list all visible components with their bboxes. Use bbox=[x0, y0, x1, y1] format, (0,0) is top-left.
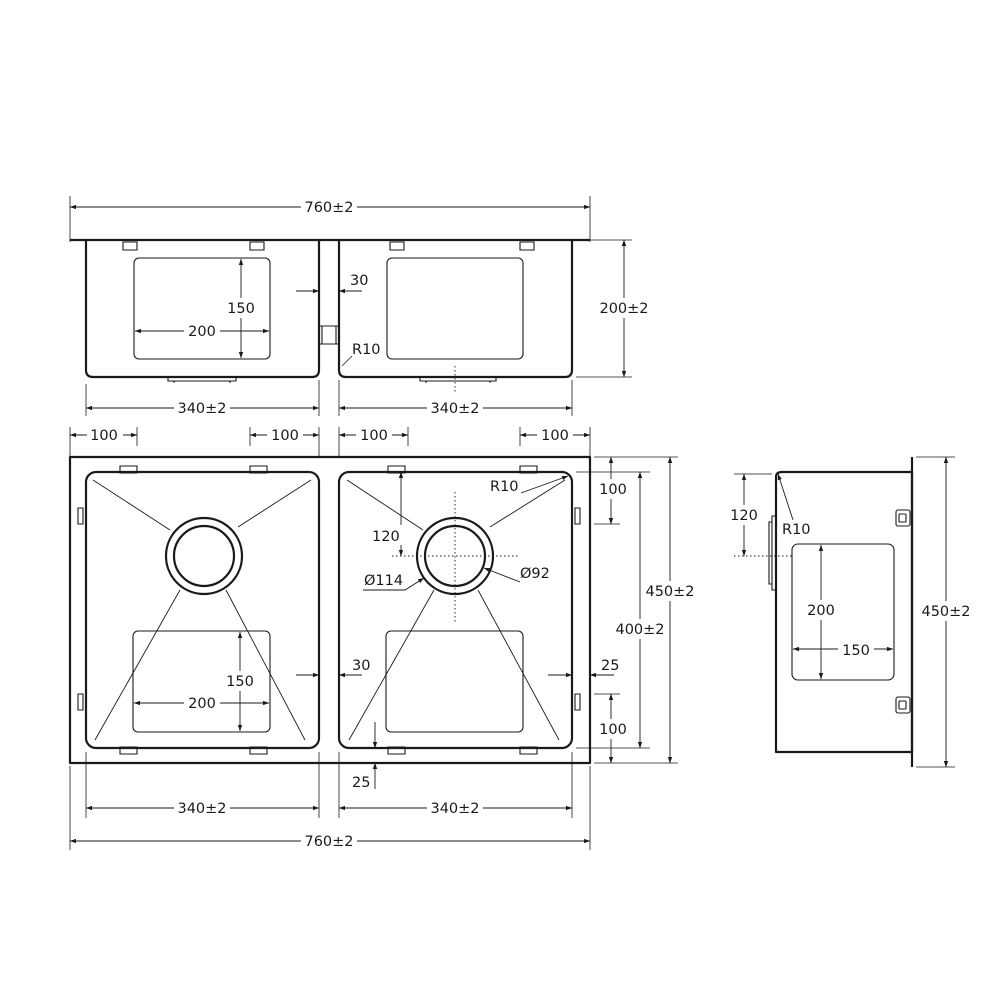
dim-front-offset-side: 120 bbox=[730, 508, 758, 524]
front-elevation bbox=[70, 238, 590, 392]
dim-window-width-plan: 200 bbox=[188, 696, 216, 712]
dim-overall-length-side: 450±2 bbox=[921, 604, 970, 620]
side-elevation bbox=[768, 457, 914, 767]
dim-window-height-plan: 150 bbox=[226, 674, 254, 690]
dim-window-height-elevation: 150 bbox=[227, 301, 255, 317]
dim-overall-width-top: 760±2 bbox=[304, 200, 353, 216]
dim-divider-plan: 30 bbox=[352, 658, 370, 674]
dim-radius-elevation: R10 bbox=[352, 342, 381, 358]
dim-overall-length-plan: 450±2 bbox=[645, 584, 694, 600]
dim-bowl-width-left-elevation: 340±2 bbox=[177, 401, 226, 417]
dim-edge-side: 25 bbox=[601, 658, 619, 674]
dim-outer-diameter: Ø114 bbox=[364, 573, 403, 589]
dim-radius-side: R10 bbox=[782, 522, 811, 538]
dim-side-window-width: 150 bbox=[842, 643, 870, 659]
dim-drain-offset-1: 100 bbox=[90, 428, 118, 444]
dim-bowl-width-left-plan: 340±2 bbox=[177, 801, 226, 817]
dim-side-window-height: 200 bbox=[807, 603, 835, 619]
dim-divider-elevation: 30 bbox=[350, 273, 368, 289]
dim-bottom-offset-plan: 100 bbox=[599, 722, 627, 738]
dim-window-width-elevation: 200 bbox=[188, 324, 216, 340]
dim-radius-plan: R10 bbox=[490, 479, 519, 495]
dim-drain-offset-4: 100 bbox=[541, 428, 569, 444]
dim-drain-offset-2: 100 bbox=[271, 428, 299, 444]
dim-front-offset-plan: 120 bbox=[372, 529, 400, 545]
dimension-labels: 760±2 340±2 340±2 200±2 30 R10 150 200 1… bbox=[87, 197, 972, 851]
dim-bowl-width-right-elevation: 340±2 bbox=[430, 401, 479, 417]
plan-view-dimensions bbox=[69, 427, 678, 850]
front-elevation-dimensions bbox=[69, 196, 632, 416]
dim-bowl-length: 400±2 bbox=[615, 622, 664, 638]
dim-overall-width-bottom: 760±2 bbox=[304, 834, 353, 850]
dim-inner-diameter: Ø92 bbox=[520, 566, 550, 582]
plan-view bbox=[68, 455, 592, 765]
dim-bowl-width-right-plan: 340±2 bbox=[430, 801, 479, 817]
dim-depth: 200±2 bbox=[599, 301, 648, 317]
dim-edge-front: 25 bbox=[352, 775, 370, 791]
dim-top-offset-plan: 100 bbox=[599, 482, 627, 498]
dim-drain-offset-3: 100 bbox=[360, 428, 388, 444]
